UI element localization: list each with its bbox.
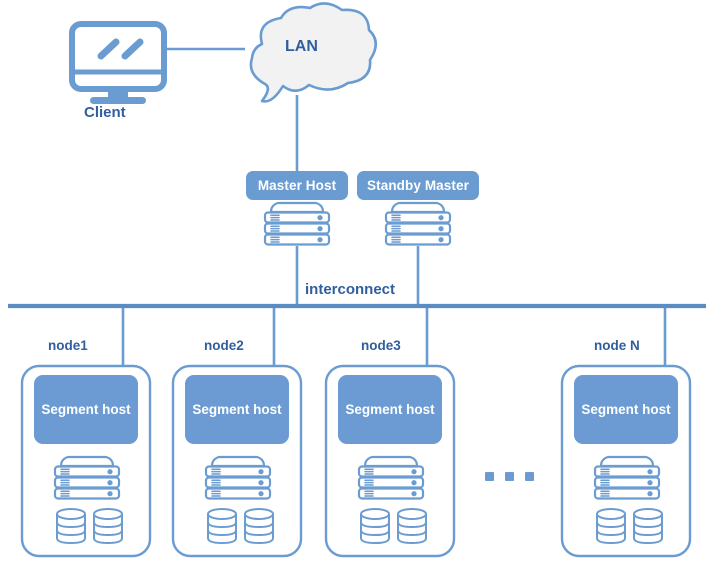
server-rack-icon-node1: [53, 455, 121, 500]
desktop-monitor-icon: [69, 21, 167, 104]
database-cylinder-icon-node3-a: [360, 508, 390, 544]
interconnect-label: interconnect: [305, 281, 396, 298]
node-label-3: node3: [361, 338, 401, 353]
segment-host-block-1[interactable]: Segment host: [34, 375, 138, 444]
database-cylinder-icon-nodeN-a: [596, 508, 626, 544]
server-rack-icon-nodeN: [593, 455, 661, 500]
lan-label: LAN: [285, 38, 318, 55]
server-rack-icon-node3: [357, 455, 425, 500]
segment-host-block-2[interactable]: Segment host: [185, 375, 289, 444]
node-label-n: node N: [594, 338, 640, 353]
master-host-badge[interactable]: Master Host: [246, 171, 348, 200]
database-cylinder-icon-node2-b: [244, 508, 274, 544]
database-cylinder-icon-nodeN-b: [633, 508, 663, 544]
segment-host-block-3[interactable]: Segment host: [338, 375, 442, 444]
server-rack-icon-node2: [204, 455, 272, 500]
standby-master-badge[interactable]: Standby Master: [357, 171, 479, 200]
segment-host-block-n[interactable]: Segment host: [574, 375, 678, 444]
client-label: Client: [84, 104, 126, 121]
ellipsis-icon: [485, 472, 534, 481]
server-rack-icon-master: [263, 201, 331, 246]
node-label-2: node2: [204, 338, 244, 353]
server-rack-icon-standby: [384, 201, 452, 246]
database-cylinder-icon-node1-b: [93, 508, 123, 544]
database-cylinder-icon-node3-b: [397, 508, 427, 544]
database-cylinder-icon-node2-a: [207, 508, 237, 544]
database-cylinder-icon-node1-a: [56, 508, 86, 544]
cloud-icon: [249, 2, 378, 103]
connector-lines: [121, 47, 667, 366]
node-label-1: node1: [48, 338, 88, 353]
